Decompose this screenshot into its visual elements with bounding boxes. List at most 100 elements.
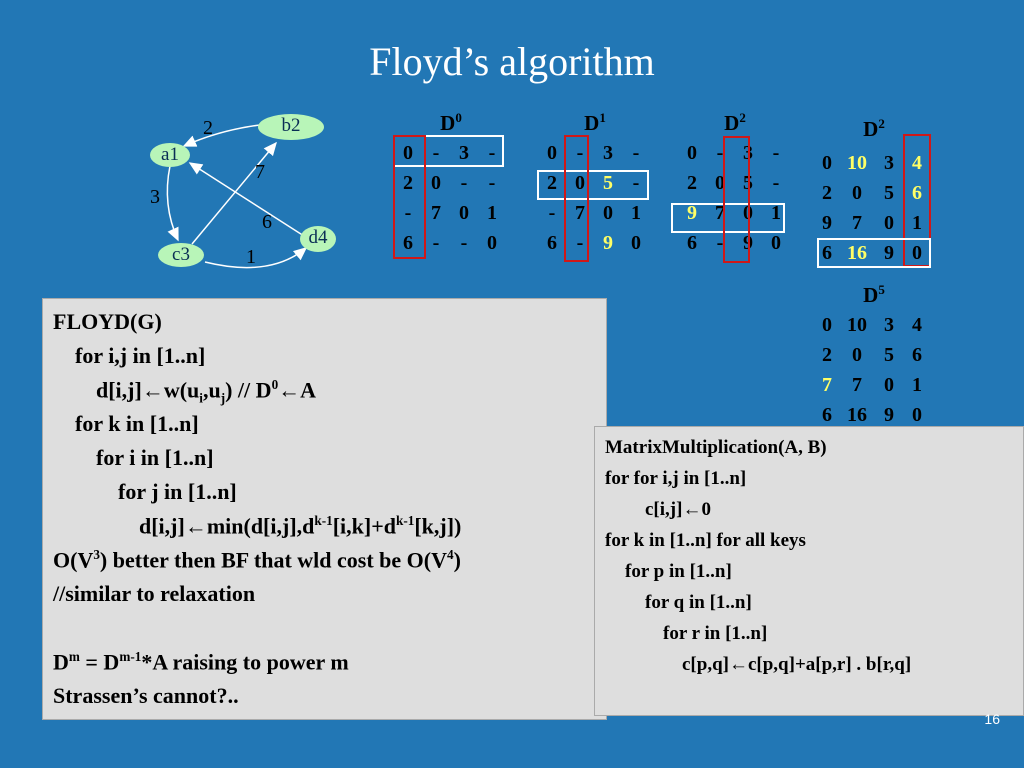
matrix-cell: -: [548, 202, 556, 224]
matrix-cell: 1: [912, 212, 922, 234]
matrix-cell: 0: [487, 232, 497, 254]
matrix-cell: 10: [847, 314, 867, 336]
matrix-cell: 0: [771, 232, 781, 254]
matrix-cell: -: [772, 172, 780, 194]
matrix-cell: 0: [852, 344, 862, 366]
matrix-cell: 7: [822, 374, 832, 396]
graph-node-b2: b2: [258, 114, 324, 140]
matrix-cell: 2: [687, 172, 697, 194]
floyd-pseudocode-panel: FLOYD(G) for i,j in [1..n] d[i,j]←w(ui,u…: [42, 298, 607, 720]
matrix-cell: 0: [912, 404, 922, 426]
code-line: for q in [1..n]: [645, 592, 752, 613]
matrix-cell: 9: [884, 242, 894, 264]
edge-c3-b2: [191, 141, 277, 245]
edge-label-d4-a1: 6: [262, 211, 272, 233]
code-line: for k in [1..n] for all keys: [605, 530, 806, 551]
matrix-cell: 1: [912, 374, 922, 396]
code-line: for i in [1..n]: [96, 445, 214, 470]
matrix-cell: 3: [884, 314, 894, 336]
matrix-cell: 6: [912, 182, 922, 204]
matrix-cell: 0: [403, 142, 413, 164]
matrix-cell: 3: [603, 142, 613, 164]
matrix-cell: -: [716, 142, 724, 164]
matrix-cell: 0: [603, 202, 613, 224]
matrix-cell: -: [576, 232, 584, 254]
matrix-cell: 2: [403, 172, 413, 194]
slide-title: Floyd’s algorithm: [369, 39, 655, 84]
matrix-title: D0: [440, 110, 462, 135]
matrix-cell: 0: [431, 172, 441, 194]
matrix-cell: 6: [912, 344, 922, 366]
code-line: c[p,q]←c[p,q]+a[p,r] . b[r,q]: [682, 654, 912, 675]
code-line: c[i,j]←0: [645, 499, 711, 520]
edge-b2-a1: [182, 124, 261, 147]
matrix-cell: 7: [575, 202, 585, 224]
graph-node-c3: c3: [158, 243, 204, 267]
code-line: d[i,j]←w(ui,uj) // D0←A: [96, 377, 317, 406]
edge-label-a1-c3: 3: [150, 186, 160, 208]
matrix-cell: 1: [771, 202, 781, 224]
matrix-cell: -: [716, 232, 724, 254]
edge-d4-a1: [188, 162, 305, 237]
row-highlight-box: [817, 238, 931, 268]
matrix-cell: 16: [847, 242, 867, 264]
matrix-title: D2: [724, 110, 746, 135]
matrix-cell: 0: [822, 314, 832, 336]
matrix-cell: 4: [912, 314, 922, 336]
matrix-cell: 5: [603, 172, 613, 194]
matrix-cell: 0: [715, 172, 725, 194]
matrix-cell: 9: [822, 212, 832, 234]
matrix-cell: 5: [884, 344, 894, 366]
matrix-title: D2: [863, 116, 885, 141]
edge-c3-d4: [204, 247, 308, 269]
matrix-cell: 5: [884, 182, 894, 204]
row-highlight-box: [537, 170, 649, 200]
matrix-cell: 7: [852, 212, 862, 234]
matrix-title: D1: [584, 110, 606, 135]
matrix-cell: -: [488, 172, 496, 194]
code-line: MatrixMultiplication(A, B): [605, 437, 827, 458]
column-highlight-box: [393, 135, 426, 259]
code-line: for j in [1..n]: [118, 479, 237, 504]
matrix-cell: 0: [822, 152, 832, 174]
matrix-cell: 0: [912, 242, 922, 264]
code-line: FLOYD(G): [53, 309, 162, 334]
code-line: for k in [1..n]: [75, 411, 199, 436]
matrix-cell: -: [460, 172, 468, 194]
matrix-cell: 9: [884, 404, 894, 426]
code-line: for r in [1..n]: [663, 623, 768, 644]
matrix-cell: 6: [822, 242, 832, 264]
column-highlight-box: [723, 136, 750, 263]
matrix-cell: -: [772, 142, 780, 164]
matrix-cell: 3: [884, 152, 894, 174]
matrix-cell: -: [404, 202, 412, 224]
edge-label-c3-b2: 7: [255, 161, 265, 183]
matrix-cell: 6: [403, 232, 413, 254]
matrix-cell: 6: [822, 404, 832, 426]
graph-node-d4: d4: [300, 226, 336, 252]
code-line: O(V3) better then BF that wld cost be O(…: [53, 547, 461, 573]
row-highlight-box: [671, 203, 785, 233]
page-number: 16: [984, 711, 1000, 727]
matrix-cell: 7: [852, 374, 862, 396]
matrix-cell: 0: [631, 232, 641, 254]
matrix-cell: 0: [459, 202, 469, 224]
matrix-cell: 0: [852, 182, 862, 204]
matrix-cell: 0: [575, 172, 585, 194]
matrix-cell: 10: [847, 152, 867, 174]
graph-node-a1: a1: [150, 143, 190, 167]
edge-label-b2-a1: 2: [203, 117, 213, 139]
matrix-cell: 6: [547, 232, 557, 254]
matrix-cell: 16: [847, 404, 867, 426]
code-line: for i,j in [1..n]: [75, 343, 206, 368]
code-line: for for i,j in [1..n]: [605, 468, 747, 489]
matrix-cell: 0: [547, 142, 557, 164]
matrix-cell: -: [632, 142, 640, 164]
matrix-cell: -: [432, 232, 440, 254]
matrix-cell: 1: [487, 202, 497, 224]
matrix-cell: 7: [431, 202, 441, 224]
matrix-cell: 6: [687, 232, 697, 254]
